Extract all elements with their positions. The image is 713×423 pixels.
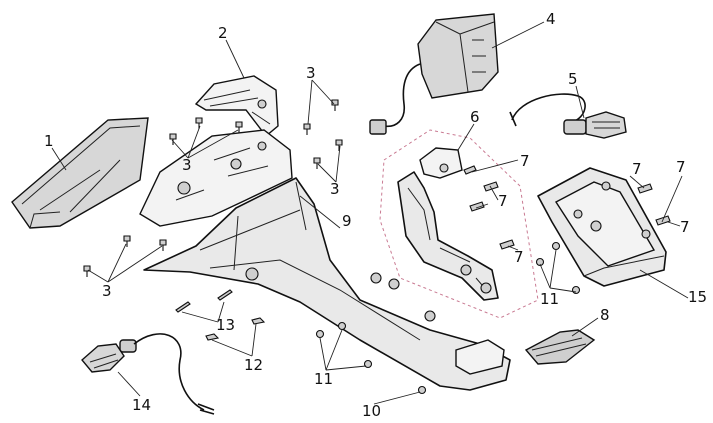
callout-7-b: 7	[498, 192, 508, 210]
part-1-left-lens-panel	[11, 117, 149, 229]
callout-8: 8	[600, 306, 610, 324]
callout-2: 2	[218, 24, 228, 42]
callout-12: 12	[244, 356, 263, 374]
callout-7-e: 7	[676, 158, 686, 176]
callout-3-d: 3	[102, 282, 112, 300]
part-6-license-bracket	[379, 129, 539, 319]
callout-7-a: 7	[520, 152, 530, 170]
part-9-rear-fender	[139, 129, 511, 391]
part-15-plate-frame	[537, 167, 667, 287]
part-5-right-turn-signal	[509, 93, 627, 139]
part-8-reflector	[524, 329, 596, 365]
callout-1: 1	[44, 132, 54, 150]
callout-5: 5	[568, 70, 578, 88]
callout-4: 4	[546, 10, 556, 28]
callout-9: 9	[342, 212, 352, 230]
callout-15: 15	[688, 288, 707, 306]
callout-14: 14	[132, 396, 151, 414]
leader-lines	[51, 21, 689, 405]
callout-10: 10	[362, 402, 381, 420]
part-14-left-turn-signal	[81, 333, 215, 415]
part-4-tail-lamp	[369, 13, 499, 135]
part-2-upper-bracket	[194, 75, 279, 138]
callout-11-b: 11	[540, 290, 559, 308]
callout-labels: 1 2 3 3 3 3 4 5 6 7 7 7 7 7 7 8 9 10 11 …	[44, 10, 707, 420]
callout-3-b: 3	[306, 64, 316, 82]
callout-7-c: 7	[514, 248, 524, 266]
callout-3-c: 3	[330, 180, 340, 198]
callout-3-a: 3	[182, 156, 192, 174]
callout-13: 13	[216, 316, 235, 334]
callout-7-f: 7	[680, 218, 690, 236]
callout-6: 6	[470, 108, 480, 126]
callout-7-d: 7	[632, 160, 642, 178]
callout-11-a: 11	[314, 370, 333, 388]
